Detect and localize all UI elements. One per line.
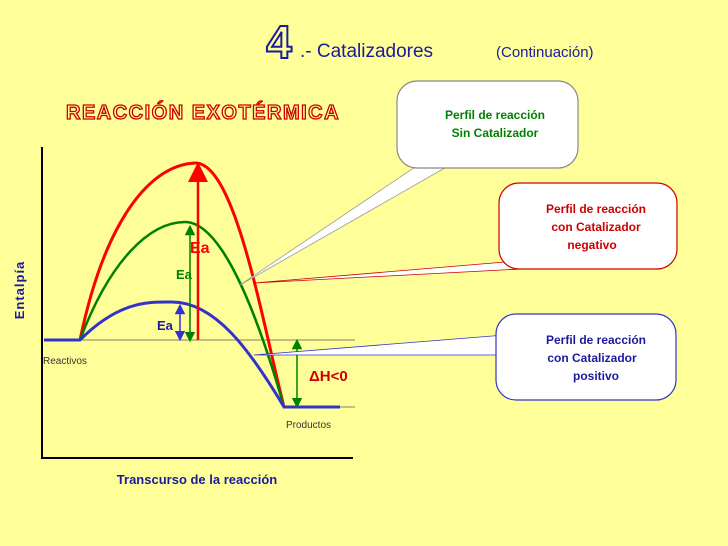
x-axis-label: Transcurso de la reacción (117, 472, 277, 487)
callout-uncatalyzed-line1: Perfil de reacción (445, 108, 545, 122)
callout-uncatalyzed-line2: Sin Catalizador (452, 126, 539, 140)
curve-negative-catalyst (78, 220, 286, 408)
page-subtitle: (Continuación) (496, 44, 594, 61)
callout-pointer-uncatalyzed (239, 164, 452, 286)
callout-pointer-negative (253, 261, 541, 284)
title-number: 4 (266, 16, 292, 68)
reaction-heading: REACCIÓN EXOTÉRMICA (66, 100, 340, 124)
callout-positive-line2: con Catalizador (547, 351, 637, 365)
callout-box-negative (498, 182, 678, 270)
ea-label-negative: Ea (176, 267, 193, 282)
ea-label-positive: Ea (157, 318, 174, 333)
callout-negative-line2: con Catalizador (551, 220, 641, 234)
curve-uncatalyzed (78, 161, 286, 408)
page-title: .- Catalizadores (300, 41, 433, 62)
callout-box-positive (495, 313, 677, 401)
callout-negative-line3: negativo (567, 238, 616, 252)
ea-label-uncatalyzed: Ea (190, 240, 210, 257)
delta-h-label: ΔH<0 (309, 368, 348, 385)
curve-positive-catalyst (44, 300, 340, 409)
callout-positive-line3: positivo (573, 369, 619, 383)
reactants-label: Reactivos (43, 356, 87, 367)
callout-box-uncatalyzed (396, 80, 579, 169)
callout-positive-line1: Perfil de reacción (546, 333, 646, 347)
y-axis-label: Entalpía (12, 261, 27, 320)
callout-negative-line1: Perfil de reacción (546, 202, 646, 216)
products-label: Productos (286, 420, 331, 431)
